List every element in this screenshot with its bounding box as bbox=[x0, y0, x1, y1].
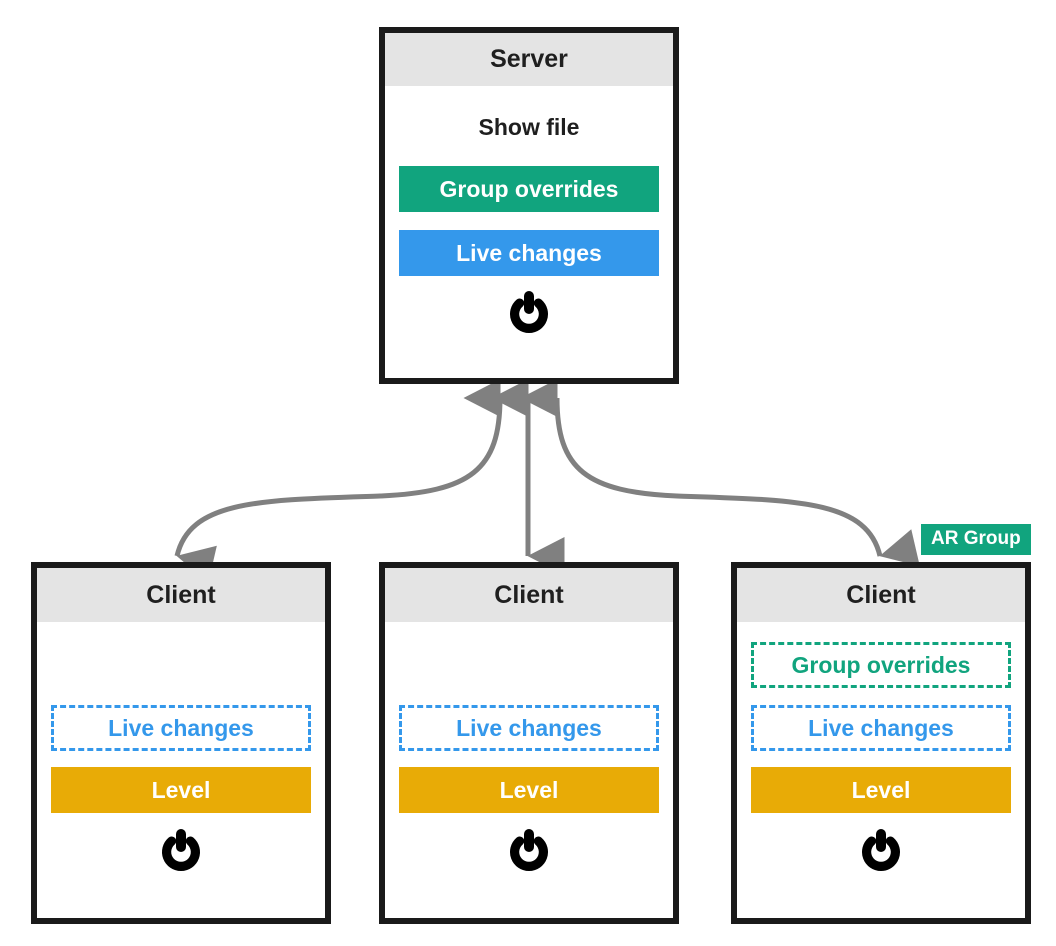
connector-server-client-1 bbox=[174, 379, 503, 583]
client-node-2-body: Live changes Level bbox=[385, 622, 673, 918]
power-icon[interactable] bbox=[157, 826, 205, 874]
client-2-level-bar[interactable]: Level bbox=[399, 767, 659, 813]
client-node-2-title: Client bbox=[385, 568, 673, 622]
client-3-live-changes-ghost[interactable]: Live changes bbox=[751, 705, 1011, 751]
server-node-title: Server bbox=[385, 33, 673, 86]
server-show-file-label: Show file bbox=[478, 114, 580, 140]
client-node-3-body: Group overrides Live changes Level bbox=[737, 622, 1025, 918]
client-node-1-title: Client bbox=[37, 568, 325, 622]
client-node-1-body: Live changes Level bbox=[37, 622, 325, 918]
connector-server-client-3 bbox=[520, 378, 920, 567]
client-node-3[interactable]: Client Group overrides Live changes Leve… bbox=[731, 562, 1031, 924]
client-3-level-bar[interactable]: Level bbox=[751, 767, 1011, 813]
server-group-overrides-bar[interactable]: Group overrides bbox=[399, 166, 659, 212]
server-live-changes-bar[interactable]: Live changes bbox=[399, 230, 659, 276]
power-icon[interactable] bbox=[505, 288, 553, 336]
client-1-live-changes-ghost[interactable]: Live changes bbox=[51, 705, 311, 751]
client-node-3-title: Client bbox=[737, 568, 1025, 622]
power-icon[interactable] bbox=[505, 826, 553, 874]
client-3-group-overrides-ghost[interactable]: Group overrides bbox=[751, 642, 1011, 688]
power-icon[interactable] bbox=[857, 826, 905, 874]
client-2-live-changes-ghost[interactable]: Live changes bbox=[399, 705, 659, 751]
client-node-1[interactable]: Client Live changes Level bbox=[31, 562, 331, 924]
ar-group-badge: AR Group bbox=[921, 524, 1031, 555]
client-node-2[interactable]: Client Live changes Level bbox=[379, 562, 679, 924]
server-node[interactable]: Server Show file Group overrides Live ch… bbox=[379, 27, 679, 384]
server-node-body: Show file Group overrides Live changes bbox=[385, 86, 673, 378]
client-1-level-bar[interactable]: Level bbox=[51, 767, 311, 813]
